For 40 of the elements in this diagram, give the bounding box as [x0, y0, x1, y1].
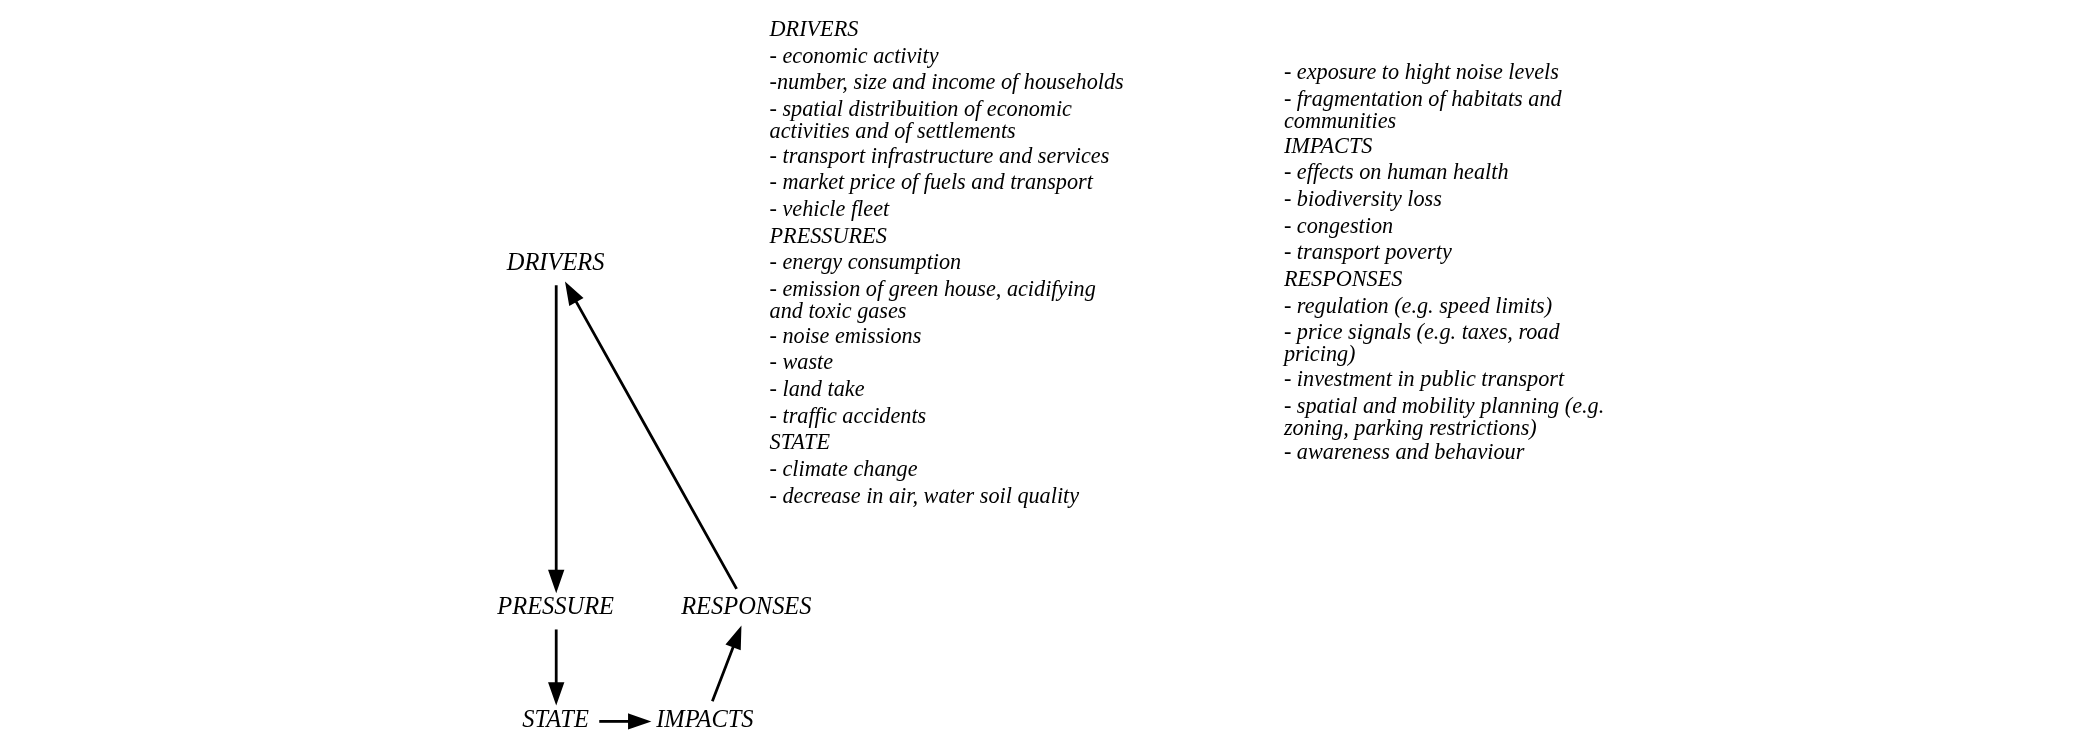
label: - spatial and mobility planning (e.g. zoning, parking restrictions)	[1283, 392, 1604, 440]
label: - spatial distribuition of economic activities and of settlements	[769, 95, 1072, 144]
label: - emission of green house, acidifying and toxic gases	[769, 275, 1096, 324]
label: - regulation (e.g. speed limits)	[1283, 292, 1552, 318]
label: - economic activity	[769, 42, 939, 68]
node-text: RESPONSES	[680, 592, 812, 620]
label: STATE	[769, 429, 830, 455]
label: - traffic accidents	[769, 402, 926, 428]
label: RESPONSES	[1283, 265, 1402, 291]
label: - fragmentation of habitats and communities	[1283, 85, 1562, 134]
label: - transport poverty	[1283, 239, 1452, 265]
label: - effects on human health	[1283, 159, 1509, 185]
arrow	[547, 285, 564, 594]
label: - investment in public transport	[1283, 365, 1564, 391]
label: IMPACTS	[1283, 132, 1372, 158]
label: - climate change	[769, 455, 918, 481]
node-text: DRIVERS	[506, 247, 604, 275]
node-text: IMPACTS	[655, 704, 754, 732]
label: - biodiversity loss	[1283, 185, 1442, 211]
label: -number, size and income of households	[769, 69, 1124, 95]
arrow	[547, 629, 564, 706]
label: - land take	[769, 375, 865, 401]
label: - market price of fuels and transport	[769, 169, 1093, 195]
label: PRESSURES	[769, 222, 887, 248]
label: - energy consumption	[769, 249, 961, 275]
arrow	[598, 713, 651, 730]
label: - exposure to hight noise levels	[1283, 59, 1559, 85]
label: - price signals (e.g. taxes, road pricing)	[1283, 319, 1560, 367]
label: - noise emissions	[769, 322, 921, 348]
label: - decrease in air, water soil quality	[769, 482, 1079, 508]
label: - awareness and behaviour	[1283, 439, 1524, 465]
label: - transport infrastructure and services	[769, 142, 1109, 168]
label: - congestion	[1283, 212, 1393, 238]
arrow	[564, 281, 738, 590]
label: - waste	[769, 349, 833, 375]
arrow	[710, 625, 741, 702]
label: DRIVERS	[769, 15, 858, 41]
label: - vehicle fleet	[769, 195, 889, 221]
node-text: STATE	[521, 704, 589, 732]
node-text: PRESSURE	[496, 592, 614, 620]
